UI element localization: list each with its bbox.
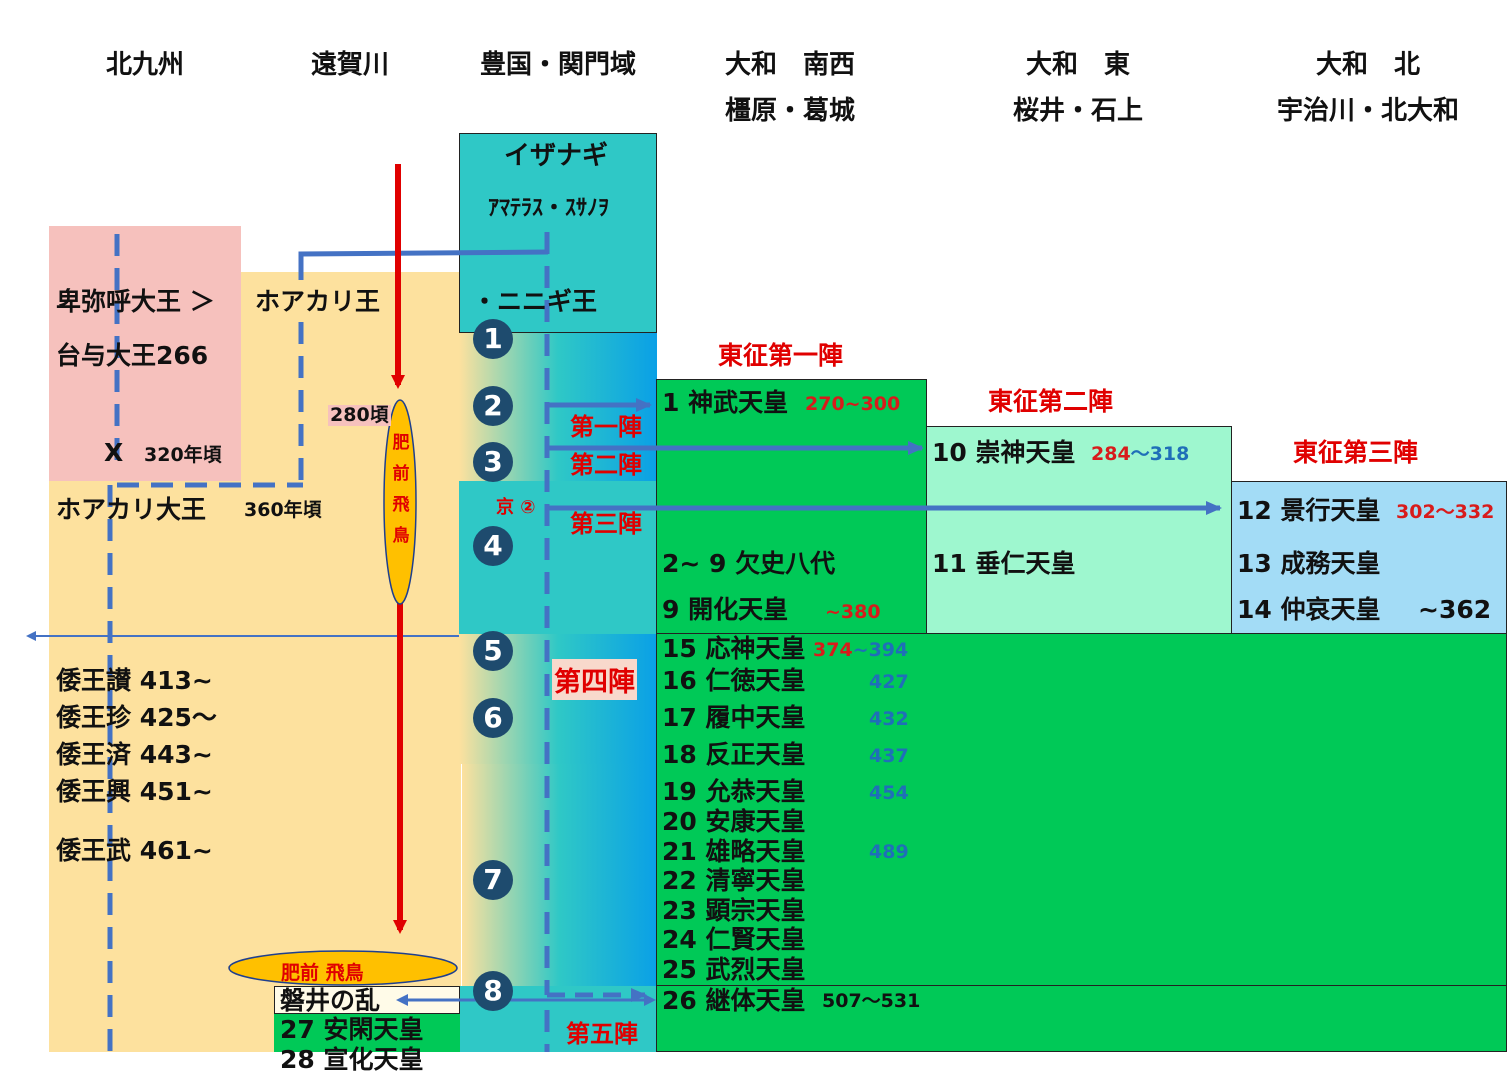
wave-2-label: 第二陣 [570,451,642,479]
emperor-sujin: 10 崇神天皇 [932,438,1076,467]
toyo-label: 台与大王266 [56,341,209,370]
header-yamato-southwest-sub: 橿原・葛城 [724,96,855,126]
hizen-asuka-vertical-text: 肥 前 飛 鳥 [390,428,412,552]
emperor-chuai-years: ~362 [1418,595,1492,624]
emperor-hanzei: 18 反正天皇 [662,740,806,769]
ankan-box [274,1014,460,1052]
emperor-hanzei-year: 437 [869,745,909,767]
header-yamato-southwest: 大和 南西 [724,50,855,80]
emperor-yuryaku: 21 雄略天皇 [662,837,806,866]
emperor-nintoku: 16 仁徳天皇 [662,666,806,695]
ojin-year-end: ~394 [852,639,909,661]
kitakyushu-lower-region [49,481,241,1052]
senka-label: 28 宣化天皇 [280,1045,424,1074]
yamato-unified-box [656,633,1507,986]
circle-2: 2 [473,386,513,426]
emperor-seinei: 22 清寧天皇 [662,866,806,895]
circle-6: 6 [473,698,513,738]
hoakari-king-label: ホアカリ王 [255,287,381,316]
wa-king-sei: 倭王済 443~ [56,740,213,769]
header-yamato-north-sub: 宇治川・北大和 [1276,96,1459,126]
emperor-richu-year: 432 [869,708,909,730]
header-kitakyushu: 北九州 [105,50,184,80]
emperor-buretsu: 25 武烈天皇 [662,955,806,984]
amaterasu-label: ｱﾏﾃﾗｽ・ｽｻﾉｦ [488,196,610,221]
x-label: X [104,438,124,467]
emperor-jimmu: 1 神武天皇 [662,388,789,417]
wa-king-chin: 倭王珍 425～ [56,703,217,732]
header-yamato-east-sub: 桜井・石上 [1012,96,1143,126]
hizen-asuka-label: 肥前 飛鳥 [281,962,364,984]
emperor-keitai-years: 507～531 [822,990,921,1012]
izanagi-label: イザナギ [504,141,609,171]
wave-1-label: 第一陣 [570,413,642,441]
emperor-suinin: 11 垂仁天皇 [932,549,1076,578]
sujin-year-start: 284 [1091,443,1131,465]
wave-5-label: 第五陣 [566,1020,638,1048]
ojin-year-start: 374 [813,639,853,661]
emperor-kaika-years: ~380 [825,601,881,623]
emperor-nintoku-year: 427 [869,671,909,693]
ninigi-label: ・ニニギ王 [472,287,598,316]
wa-king-san: 倭王讃 413~ [56,666,213,695]
hizen-char: 前 [392,464,410,484]
hizen-char: 肥 [392,433,410,453]
emperor-ninken: 24 仁賢天皇 [662,925,806,954]
emperor-seimu: 13 成務天皇 [1237,549,1381,578]
emperor-jimmu-years: 270~300 [805,393,901,415]
himiko-label: 卑弥呼大王 ＞ [56,287,215,316]
hoakari-great-king-label: ホアカリ大王 [56,495,207,524]
emperor-ingyo-year: 454 [869,782,909,804]
header-yamato-east: 大和 東 [1025,50,1130,80]
emperor-kesshi-hachidai: 2~ 9 欠史八代 [662,549,836,578]
emperor-keitai: 26 継体天皇 [662,986,806,1015]
emperor-anko: 20 安康天皇 [662,807,806,836]
emperor-keiko: 12 景行天皇 [1237,496,1381,525]
emperor-yuryaku-year: 489 [869,841,909,863]
hizen-char: 鳥 [392,526,410,546]
circle-4: 4 [473,526,513,566]
toyokuni-region-top [459,133,657,333]
emperor-ingyo: 19 允恭天皇 [662,777,806,806]
ankan-label: 27 安閑天皇 [280,1015,424,1044]
kitakyushu-yamatai-region [49,226,241,481]
header-toyokuni: 豊国・関門域 [479,50,636,80]
iwai-rebellion-label: 磐井の乱 [280,986,381,1015]
emperor-sujin-years: 284～318 [1091,445,1189,464]
wave-4-label: 第四陣 [552,659,637,700]
circle-1: 1 [473,319,513,359]
header-ongagawa: 遠賀川 [310,50,389,80]
wa-king-bu: 倭王武 461~ [56,836,213,865]
emperor-kenzo: 23 顕宗天皇 [662,896,806,925]
emperor-richu: 17 履中天皇 [662,703,806,732]
sujin-year-end: ～318 [1130,443,1190,465]
header-yamato-north: 大和 北 [1315,50,1420,80]
emperor-ojin: 15 応神天皇 [662,634,806,663]
emperor-chuai: 14 仲哀天皇 [1237,595,1381,624]
hizen-char: 飛 [392,495,410,515]
circle-5: 5 [473,631,513,671]
emperor-kaika: 9 開化天皇 [662,595,789,624]
wave-3-label: 第三陣 [570,510,642,538]
east-campaign-1-label: 東征第一陣 [718,341,844,370]
x-year-label: 320年頃 [144,444,222,466]
circle-3: 3 [473,442,513,482]
hizen-asuka-oval-vertical [383,399,417,605]
hoakari-year-label: 360年頃 [244,499,322,521]
emperor-keiko-years: 302～332 [1396,501,1495,523]
east-campaign-2-label: 東征第二陣 [988,387,1114,416]
east-campaign-3-label: 東征第三陣 [1293,438,1419,467]
circle-7: 7 [473,860,513,900]
year-280-label: 280頃 [328,404,391,426]
hizen-asuka-oval [228,950,458,986]
connector-lines [26,164,1222,1052]
ongagawa-region [241,272,461,1052]
emperor-ojin-years: 374~394 [813,641,908,660]
kyo-label: 京 ② [496,497,536,518]
circle-8: 8 [473,971,513,1011]
wa-king-ko: 倭王興 451~ [56,777,213,806]
